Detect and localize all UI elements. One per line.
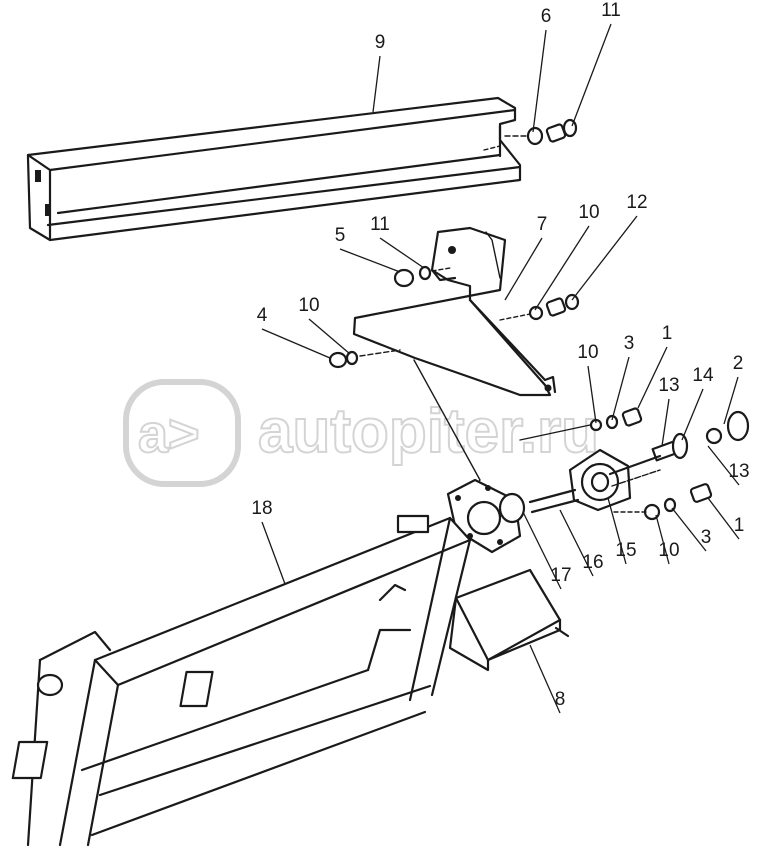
- callout-leader-c8: [529, 644, 561, 714]
- part-16-shaft: [528, 488, 580, 514]
- callout-leader-lines: [261, 23, 740, 714]
- callout-leader-c1a: [637, 346, 668, 409]
- callout-label-c2: 2: [733, 353, 744, 374]
- part-5-11-fasteners: [393, 265, 451, 288]
- part-10-3-1-fasteners-top: [589, 407, 643, 432]
- callout-label-c12: 12: [626, 192, 647, 213]
- part-9-channel-beam: [26, 96, 522, 242]
- callout-leader-c15: [607, 497, 627, 565]
- callout-label-c9: 9: [375, 32, 386, 53]
- callout-label-c13b: 13: [728, 461, 749, 482]
- callout-leader-c5: [339, 248, 401, 273]
- callout-leader-c10c: [587, 365, 597, 424]
- callout-leader-c10d: [655, 514, 670, 565]
- callout-label-c1a: 1: [662, 323, 673, 344]
- callout-label-c10c: 10: [577, 342, 598, 363]
- callout-label-c14: 14: [692, 365, 714, 386]
- callout-label-c5: 5: [335, 225, 346, 246]
- callout-leader-c2: [723, 376, 739, 425]
- callout-label-c16: 16: [582, 552, 603, 573]
- callout-label-c10d: 10: [658, 540, 679, 561]
- part-10-12-fasteners: [499, 293, 580, 321]
- callout-leader-c17: [522, 511, 562, 590]
- callout-leader-c10a: [534, 225, 590, 311]
- callout-label-c3a: 3: [624, 333, 635, 354]
- part-18-frame: [11, 514, 472, 847]
- part-7-triangular-bracket: [352, 226, 557, 397]
- callout-label-c11b: 11: [370, 214, 390, 235]
- part-4-10-fasteners: [328, 349, 401, 369]
- guide-line-2: [519, 424, 591, 441]
- callout-leader-c16: [559, 509, 594, 577]
- callout-label-c4: 4: [257, 305, 268, 326]
- callout-leader-c13a: [661, 398, 670, 447]
- callout-label-c18: 18: [251, 498, 272, 519]
- callout-leader-c11a: [571, 23, 612, 127]
- callout-leader-c3a: [611, 356, 630, 421]
- callout-label-c3b: 3: [701, 527, 712, 548]
- callout-leader-c9: [372, 55, 381, 113]
- callout-leader-c4: [261, 328, 331, 359]
- callout-label-c7: 7: [537, 214, 548, 235]
- callout-leader-c11b: [379, 237, 425, 269]
- callout-label-c1b: 1: [734, 515, 745, 536]
- callout-leader-c18: [261, 521, 286, 585]
- part-15-flanged-housing: [568, 448, 662, 512]
- callout-leader-c12: [571, 215, 638, 301]
- watermark-brand: autopiter.ru: [258, 397, 599, 466]
- callout-label-c10b: 10: [298, 295, 319, 316]
- callout-leader-c1b: [707, 497, 740, 540]
- callout-label-c8: 8: [555, 689, 566, 710]
- callout-label-c13a: 13: [658, 375, 679, 396]
- callout-leader-c3b: [671, 507, 707, 552]
- callout-leader-c7: [504, 237, 543, 301]
- callout-leader-c6: [532, 29, 547, 133]
- callout-leader-c13b: [707, 445, 740, 486]
- callout-leader-c14: [681, 388, 704, 441]
- callout-leader-c10b: [308, 318, 351, 355]
- callout-label-c11a: 11: [601, 0, 621, 21]
- part-13-14-2-bolt: [651, 410, 750, 462]
- part-6-11-fasteners: [504, 118, 578, 146]
- watermark-logo-glyph: a>: [138, 404, 200, 464]
- callout-label-c17: 17: [550, 565, 571, 586]
- watermark-logo-frame: [123, 379, 241, 487]
- callout-label-c6: 6: [541, 6, 552, 27]
- callout-label-c10a: 10: [578, 202, 599, 223]
- callout-label-c15: 15: [615, 540, 636, 561]
- part-8-cover: [448, 568, 570, 672]
- watermark: a> autopiter.ru: [123, 379, 600, 487]
